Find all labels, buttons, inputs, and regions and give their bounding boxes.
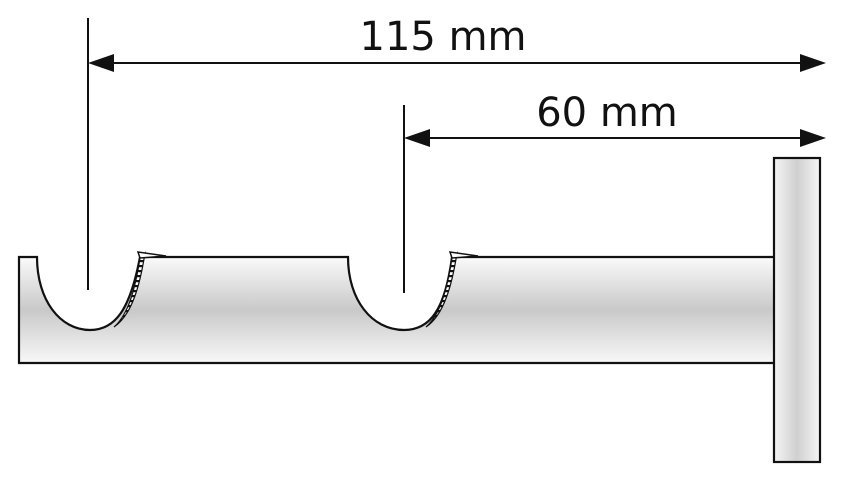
wall-plate <box>772 156 822 464</box>
dimension-label-overall: 115 mm <box>360 14 527 60</box>
hook-tip-2 <box>448 251 479 259</box>
dimension-arrow-inner <box>404 129 826 147</box>
bracket-arm <box>17 255 777 365</box>
dimension-label-inner: 60 mm <box>536 90 678 136</box>
hook-tip-1 <box>136 251 167 259</box>
dimension-arrow-overall <box>88 54 826 72</box>
